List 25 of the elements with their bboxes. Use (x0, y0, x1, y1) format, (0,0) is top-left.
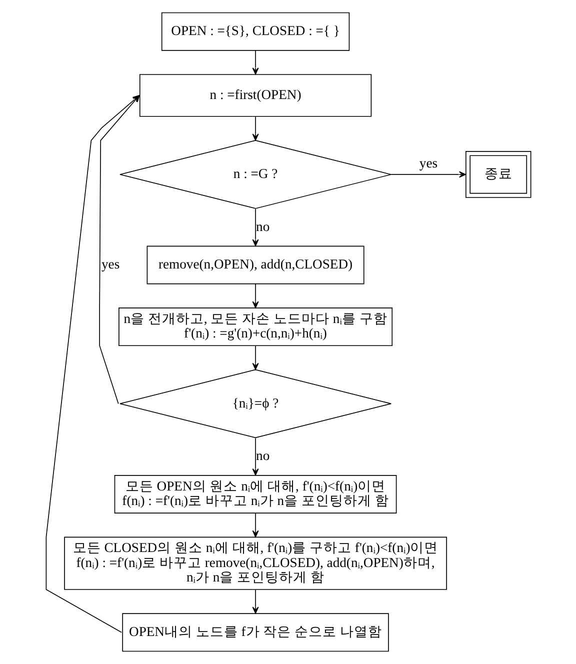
arrow (252, 50, 258, 75)
arrow (252, 346, 258, 370)
edge-label: yes (418, 156, 438, 171)
node-box: remove(n,OPEN), add(n,CLOSED) (146, 246, 364, 284)
edge-label: no (256, 218, 270, 234)
arrow (252, 589, 258, 614)
node-box: 종료 (465, 151, 531, 198)
node-box: OPEN내의 노드를 f가 작은 순으로 나열함 (122, 613, 388, 652)
edge-label: no (256, 448, 270, 464)
node-box: n : =first(OPEN) (138, 74, 372, 117)
arrow (390, 171, 466, 178)
edge-label: yes (100, 256, 120, 272)
node-box: n을 전개하고, 모든 자손 노드마다 nᵢ를 구함 f'(nᵢ) : =g'(n)+c(n,nᵢ)+h(nᵢ) (118, 308, 392, 346)
arrow (252, 116, 258, 141)
node-box: OPEN : ={S}, CLOSED : ={ } (160, 12, 350, 51)
arrow (252, 284, 258, 308)
node-diamond: {nᵢ}=ϕ ? (119, 369, 391, 438)
arrow (98, 95, 140, 404)
node-box: 모든 OPEN의 원소 nᵢ에 대해, f'(nᵢ)<f(nᵢ)이면 f(nᵢ) : =f'(nᵢ)로 바꾸고 nᵢ가 n을 포인팅하게 함 (114, 474, 396, 514)
arrow (252, 438, 258, 476)
node-diamond: n : =G ? (119, 140, 391, 209)
arrow (252, 208, 258, 246)
node-box: 모든 CLOSED의 원소 nᵢ에 대해, f'(nᵢ)를 구하고 f'(nᵢ)<f(nᵢ)이면 f(nᵢ) : =f'(nᵢ)로 바꾸고 remove(nᵢ,CLOSED), add(nᵢ,OPEN)하며, nᵢ가 n을 포인팅하게 함 (64, 536, 446, 590)
arrow (252, 512, 258, 538)
arrow (45, 95, 140, 633)
